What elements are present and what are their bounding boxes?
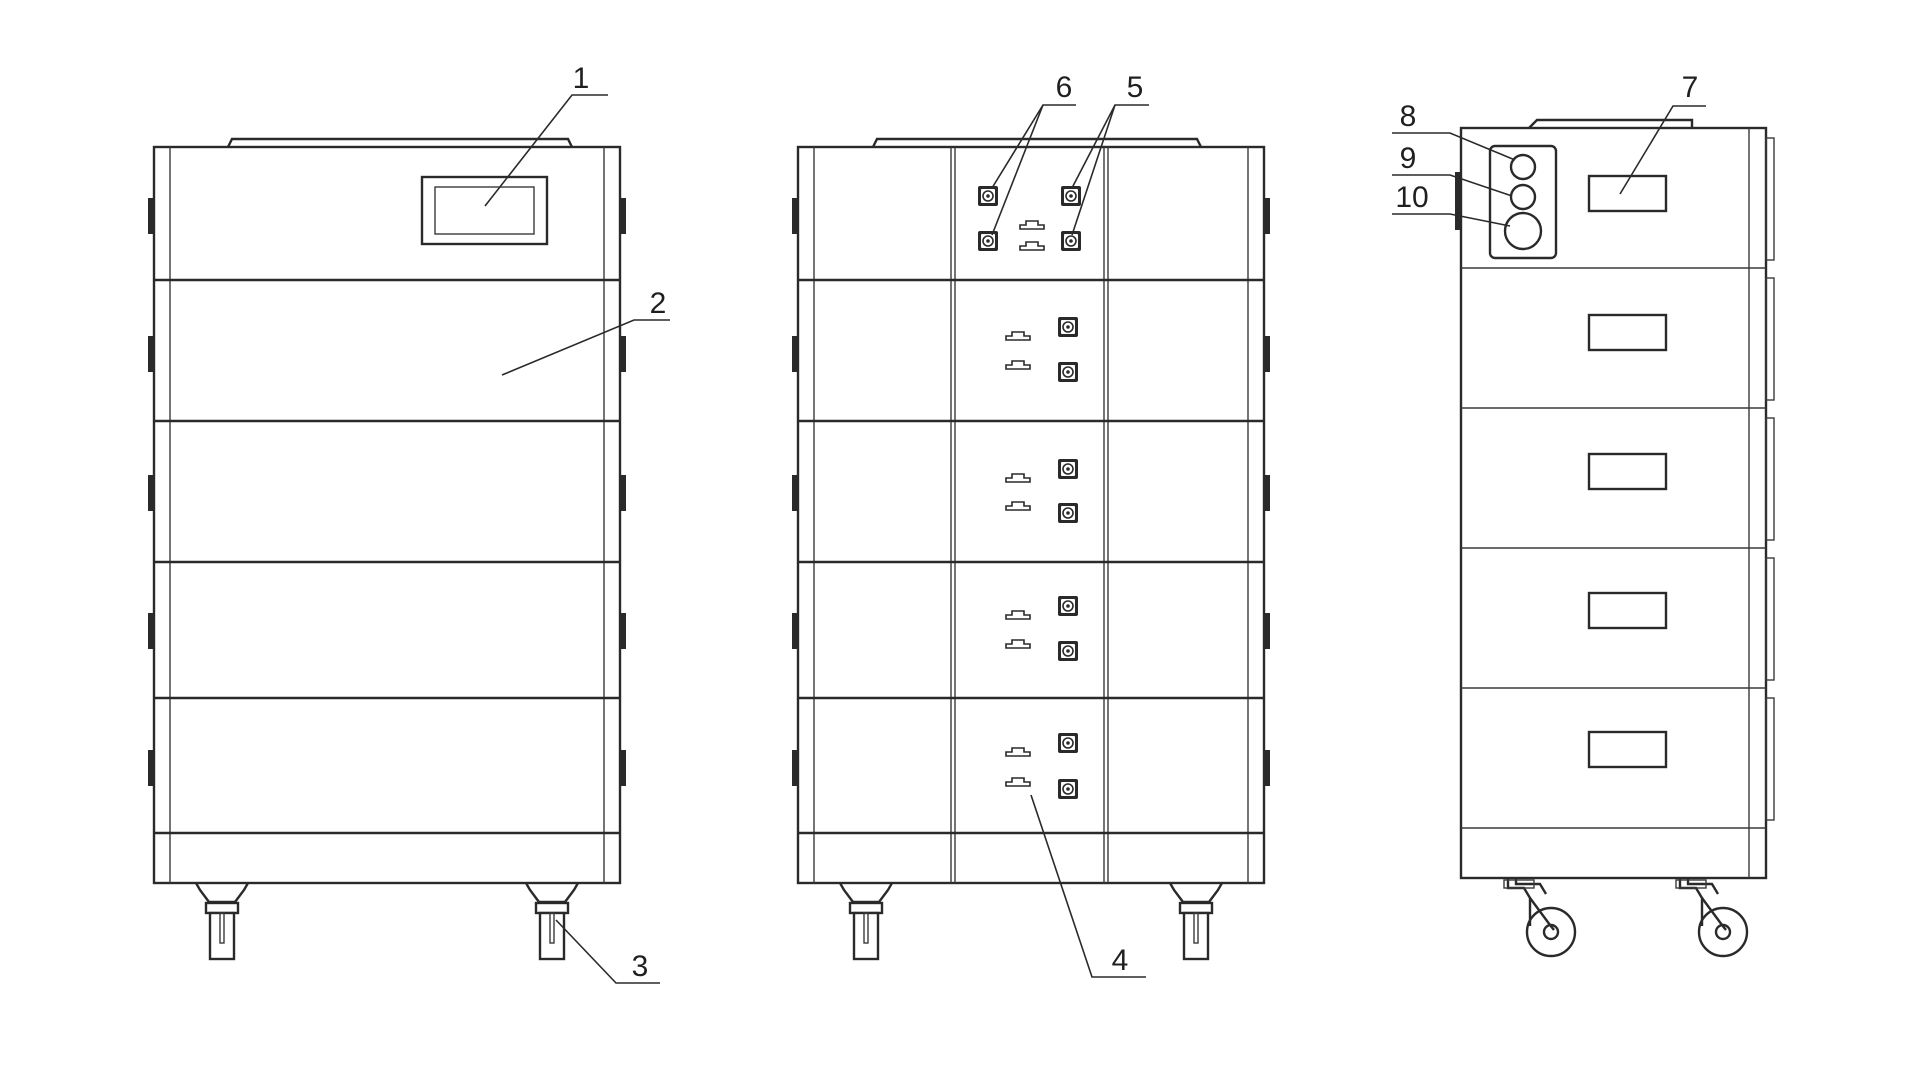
callout-1: 1 <box>573 62 590 95</box>
callout-9: 9 <box>1400 142 1417 175</box>
power-terminal <box>1058 641 1078 661</box>
callout-4: 4 <box>1112 944 1129 977</box>
comm-port <box>1005 747 1031 757</box>
callout-5: 5 <box>1127 71 1144 104</box>
callout-2: 2 <box>650 287 667 320</box>
side-handles-rear <box>792 198 1270 786</box>
power-terminal <box>978 186 998 206</box>
button-8 <box>1509 153 1537 181</box>
display-screen <box>420 175 549 246</box>
front-caster-right <box>524 882 580 961</box>
callout-7: 7 <box>1682 71 1699 104</box>
power-terminal <box>1058 596 1078 616</box>
comm-port <box>1005 610 1031 620</box>
comm-port <box>1005 473 1031 483</box>
side-view <box>1455 118 1775 958</box>
callout-10: 10 <box>1395 181 1428 214</box>
rear-caster-left <box>838 882 894 961</box>
callout-3: 3 <box>632 950 649 983</box>
power-terminal <box>1061 231 1081 251</box>
comm-port <box>1005 331 1031 341</box>
control-panel <box>1488 144 1558 260</box>
comm-port <box>1005 639 1031 649</box>
callout-6: 6 <box>1056 71 1073 104</box>
power-terminal <box>1058 459 1078 479</box>
power-terminal <box>1058 733 1078 753</box>
callout-8: 8 <box>1400 100 1417 133</box>
power-terminal <box>1058 362 1078 382</box>
side-handles <box>148 198 626 786</box>
comm-port <box>1005 501 1031 511</box>
side-caster-right <box>1675 878 1749 958</box>
comm-port <box>1019 220 1045 230</box>
module-windows <box>1587 174 1668 769</box>
button-10 <box>1503 211 1543 251</box>
front-caster-left <box>194 882 250 961</box>
rear-connectors <box>978 186 1081 799</box>
rear-view <box>792 137 1270 961</box>
callout-leaders <box>484 94 1706 984</box>
button-9 <box>1509 183 1537 211</box>
power-terminal <box>978 231 998 251</box>
side-caster-left <box>1503 878 1577 958</box>
comm-port <box>1005 777 1031 787</box>
power-terminal <box>1058 779 1078 799</box>
comm-port <box>1005 360 1031 370</box>
comm-port <box>1019 241 1045 251</box>
power-terminal <box>1058 317 1078 337</box>
front-view <box>148 137 626 961</box>
side-edge-tabs <box>1765 137 1775 821</box>
power-terminal <box>1061 186 1081 206</box>
rear-caster-right <box>1168 882 1224 961</box>
power-terminal <box>1058 503 1078 523</box>
callout-labels: 1 2 3 4 5 6 7 8 9 10 <box>573 62 1699 983</box>
